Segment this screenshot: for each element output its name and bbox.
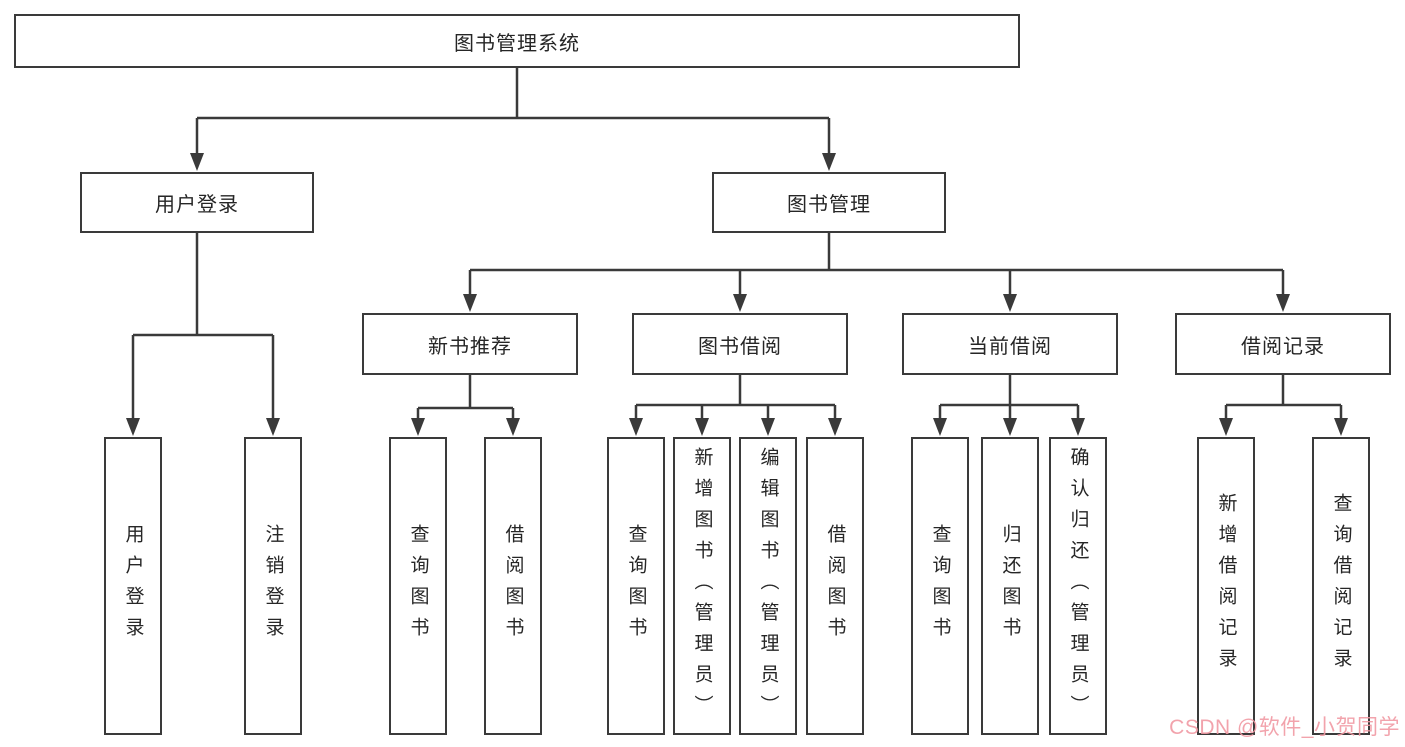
leaf-records-add-record: 新增借阅记录 [1197, 437, 1255, 735]
node-user-login: 用户登录 [80, 172, 314, 233]
leaf-current-query-book-label: 查询图书 [929, 524, 951, 648]
node-current-borrow-label: 当前借阅 [968, 335, 1052, 358]
leaf-logout-login: 注销登录 [244, 437, 302, 735]
node-root-label: 图书管理系统 [454, 32, 580, 55]
node-user-login-label: 用户登录 [155, 194, 239, 216]
node-book-management: 图书管理 [712, 172, 946, 233]
leaf-borrow-edit-book-admin-label: 编辑图书（管理员） [757, 446, 779, 726]
leaf-current-confirm-return-admin-label: 确认归还（管理员） [1067, 446, 1089, 726]
node-new-book-recommend: 新书推荐 [362, 313, 578, 375]
leaf-current-return-book-label: 归还图书 [999, 524, 1021, 648]
leaf-user-login-label: 用户登录 [122, 524, 144, 648]
leaf-borrow-query-book: 查询图书 [607, 437, 665, 735]
leaf-newbooks-query-book: 查询图书 [389, 437, 447, 735]
node-root-system: 图书管理系统 [14, 14, 1020, 68]
leaf-current-confirm-return-admin: 确认归还（管理员） [1049, 437, 1107, 735]
node-borrow-records-label: 借阅记录 [1241, 335, 1325, 358]
leaf-records-query-record-label: 查询借阅记录 [1330, 493, 1352, 679]
csdn-watermark: CSDN @软件_小贺同学 [1169, 716, 1400, 739]
leaf-borrow-add-book-admin-label: 新增图书（管理员） [691, 446, 713, 726]
leaf-newbooks-query-book-label: 查询图书 [407, 524, 429, 648]
leaf-borrow-query-book-label: 查询图书 [625, 524, 647, 648]
leaf-newbooks-borrow-book-label: 借阅图书 [502, 524, 524, 648]
leaf-records-query-record: 查询借阅记录 [1312, 437, 1370, 735]
leaf-newbooks-borrow-book: 借阅图书 [484, 437, 542, 735]
node-new-book-recommend-label: 新书推荐 [428, 335, 512, 358]
leaf-logout-login-label: 注销登录 [262, 524, 284, 648]
node-book-management-label: 图书管理 [787, 194, 871, 216]
leaf-current-return-book: 归还图书 [981, 437, 1039, 735]
node-borrow-records: 借阅记录 [1175, 313, 1391, 375]
leaf-borrow-borrow-book: 借阅图书 [806, 437, 864, 735]
node-book-borrow: 图书借阅 [632, 313, 848, 375]
leaf-records-add-record-label: 新增借阅记录 [1215, 493, 1237, 679]
node-current-borrow: 当前借阅 [902, 313, 1118, 375]
leaf-borrow-add-book-admin: 新增图书（管理员） [673, 437, 731, 735]
leaf-current-query-book: 查询图书 [911, 437, 969, 735]
leaf-borrow-borrow-book-label: 借阅图书 [824, 524, 846, 648]
leaf-user-login: 用户登录 [104, 437, 162, 735]
node-book-borrow-label: 图书借阅 [698, 335, 782, 358]
leaf-borrow-edit-book-admin: 编辑图书（管理员） [739, 437, 797, 735]
